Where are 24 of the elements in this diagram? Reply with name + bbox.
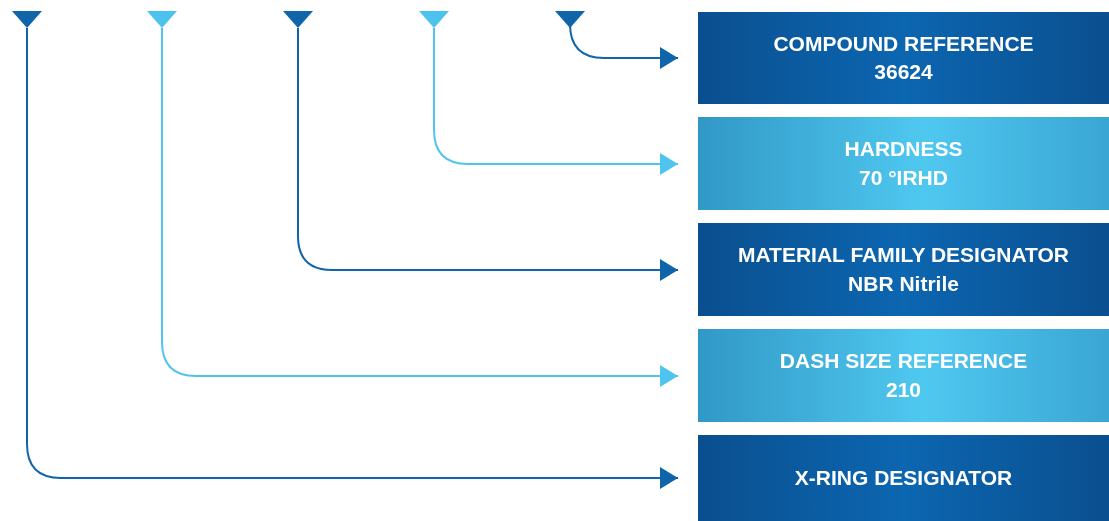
- box-heading: COMPOUND REFERENCE: [773, 30, 1034, 57]
- label-box: [698, 329, 1109, 422]
- marker-triangle: [12, 11, 42, 28]
- box-heading: MATERIAL FAMILY DESIGNATOR: [738, 242, 1069, 269]
- label-box: [698, 435, 1109, 521]
- box-value: 70 °IRHD: [859, 164, 948, 191]
- box-value: NBR Nitrile: [848, 270, 959, 297]
- marker-triangle: [147, 11, 177, 28]
- marker-triangle: [283, 11, 313, 28]
- connector-arrow: [161, 27, 679, 385]
- label-box: [698, 12, 1109, 104]
- connector-arrow: [433, 27, 679, 173]
- box-value: 36624: [874, 59, 933, 85]
- marker-triangle: [419, 11, 449, 28]
- box-heading: X-RING DESIGNATOR: [794, 464, 1013, 491]
- box-heading: DASH SIZE REFERENCE: [779, 348, 1028, 375]
- label-box: [698, 223, 1109, 316]
- label-box: [698, 117, 1109, 210]
- marker-triangle: [555, 11, 585, 28]
- connector-arrow: [297, 27, 679, 279]
- connector-arrow: [26, 27, 679, 487]
- box-value: 210: [885, 376, 921, 403]
- connector-arrow: [569, 23, 679, 67]
- box-heading: HARDNESS: [844, 136, 963, 163]
